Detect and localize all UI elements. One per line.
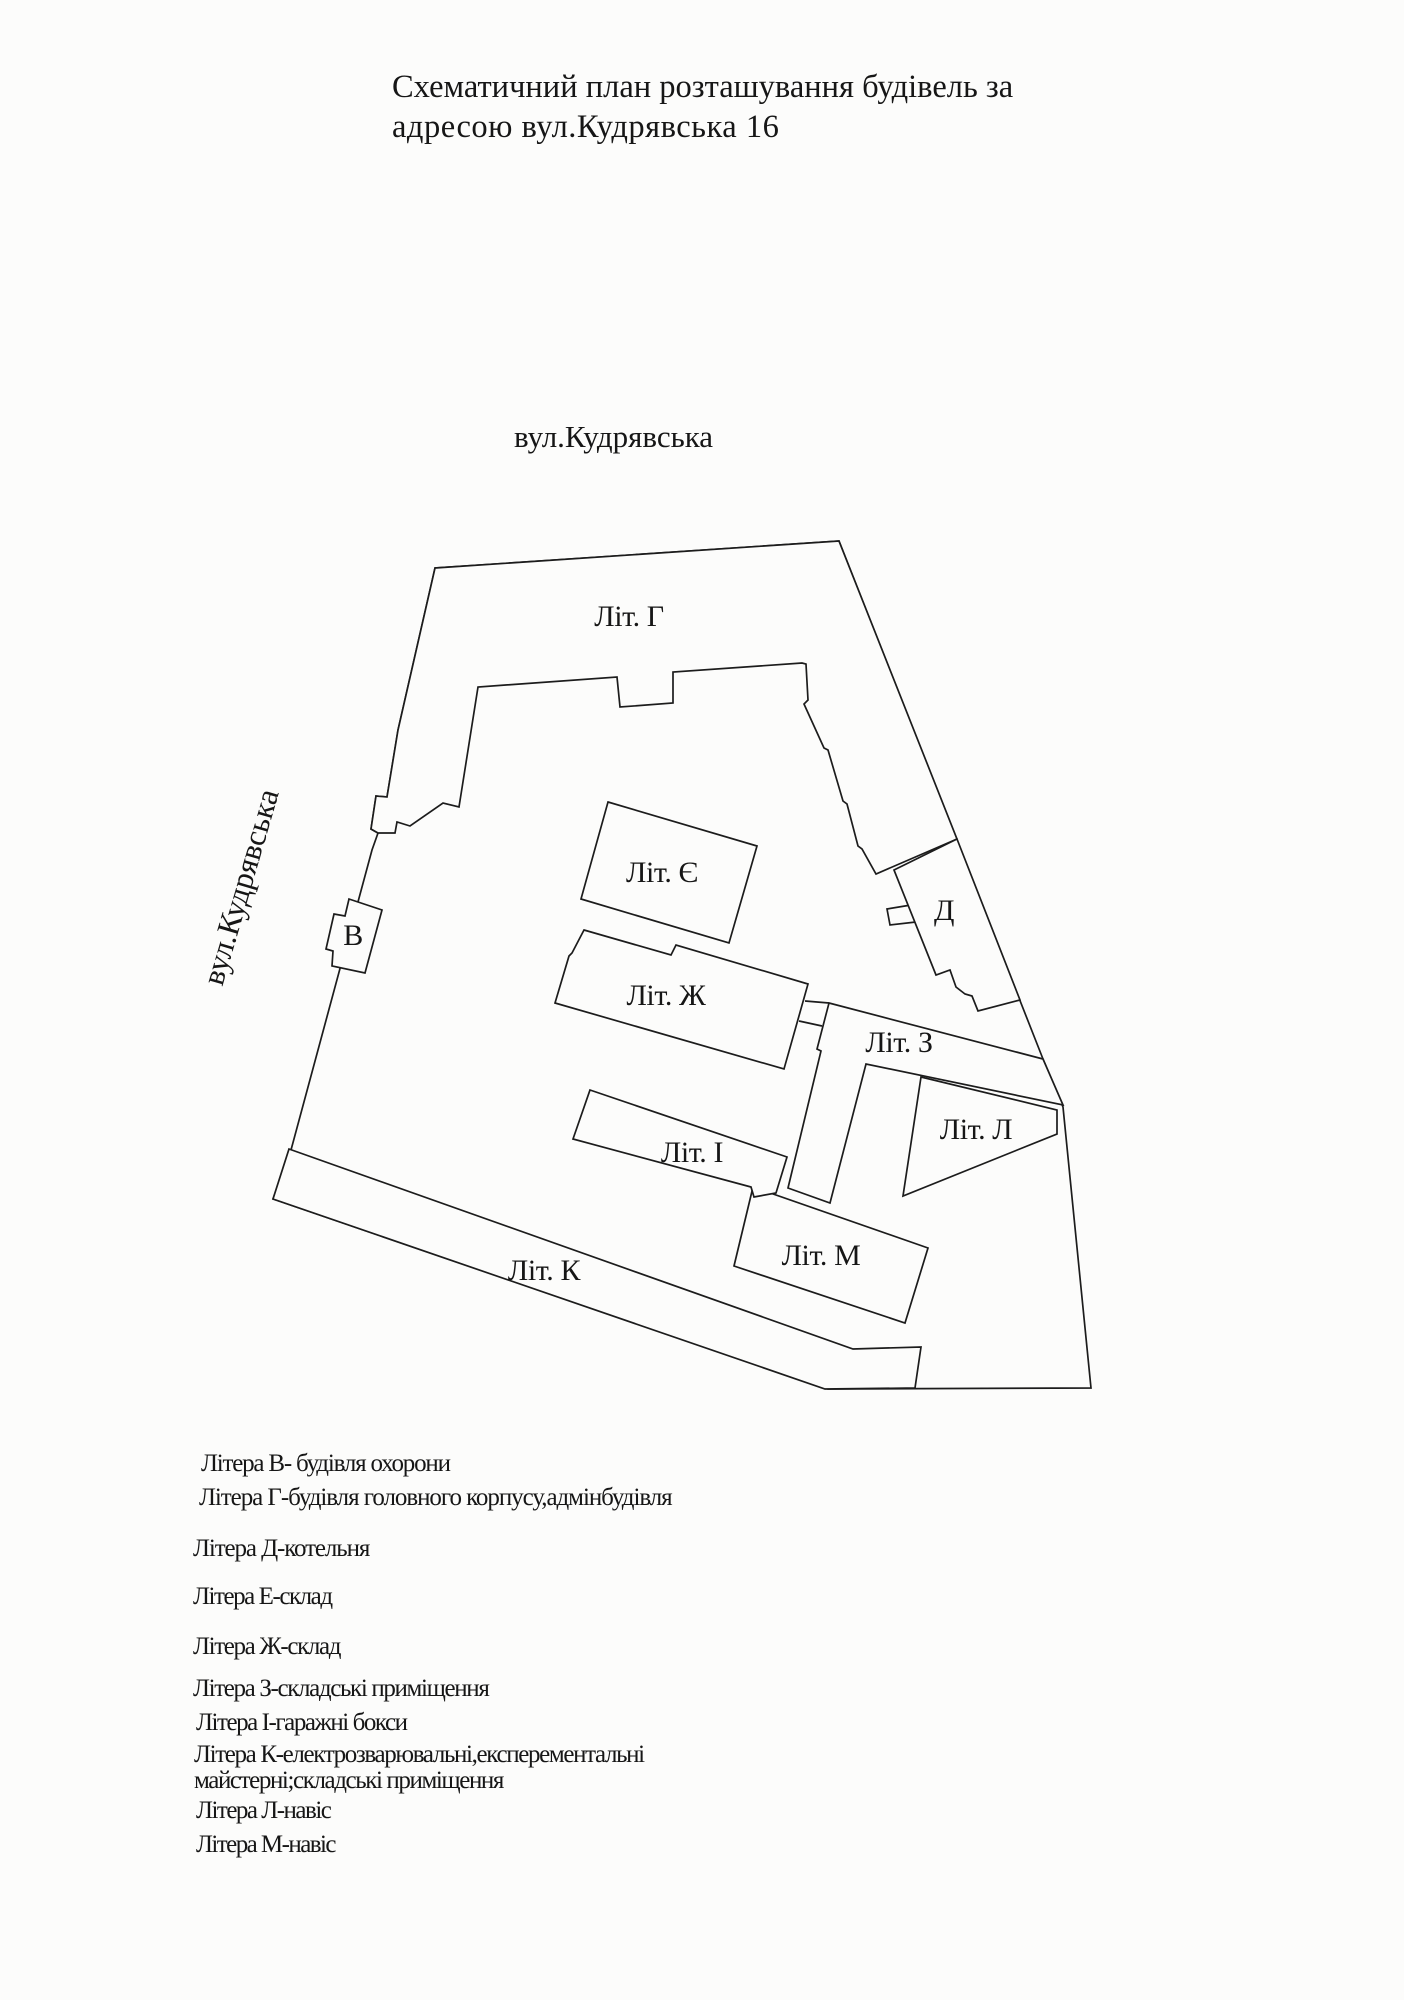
svg-text:Д: Д — [934, 894, 954, 927]
svg-text:Літ. Г: Літ. Г — [594, 600, 664, 633]
svg-text:Літ. Л: Літ. Л — [940, 1113, 1013, 1146]
svg-text:Літ. З: Літ. З — [865, 1026, 932, 1059]
svg-text:Літ. М: Літ. М — [782, 1239, 861, 1272]
svg-text:Літ. Є: Літ. Є — [626, 856, 698, 889]
svg-text:Літ. І: Літ. І — [661, 1136, 723, 1169]
svg-text:Літ. К: Літ. К — [508, 1254, 582, 1287]
svg-text:В: В — [343, 919, 363, 952]
svg-text:Літ. Ж: Літ. Ж — [626, 979, 706, 1012]
